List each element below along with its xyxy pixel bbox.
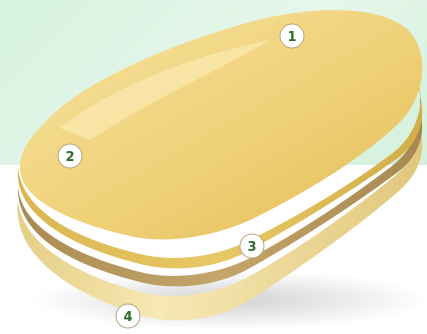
marker-3: 3 <box>240 234 264 258</box>
marker-4: 4 <box>116 304 140 328</box>
svg-text:4: 4 <box>123 310 132 325</box>
marker-2: 2 <box>58 144 82 168</box>
svg-text:2: 2 <box>65 150 74 165</box>
svg-text:1: 1 <box>287 30 296 45</box>
svg-text:3: 3 <box>247 240 256 255</box>
marker-1: 1 <box>280 24 304 48</box>
